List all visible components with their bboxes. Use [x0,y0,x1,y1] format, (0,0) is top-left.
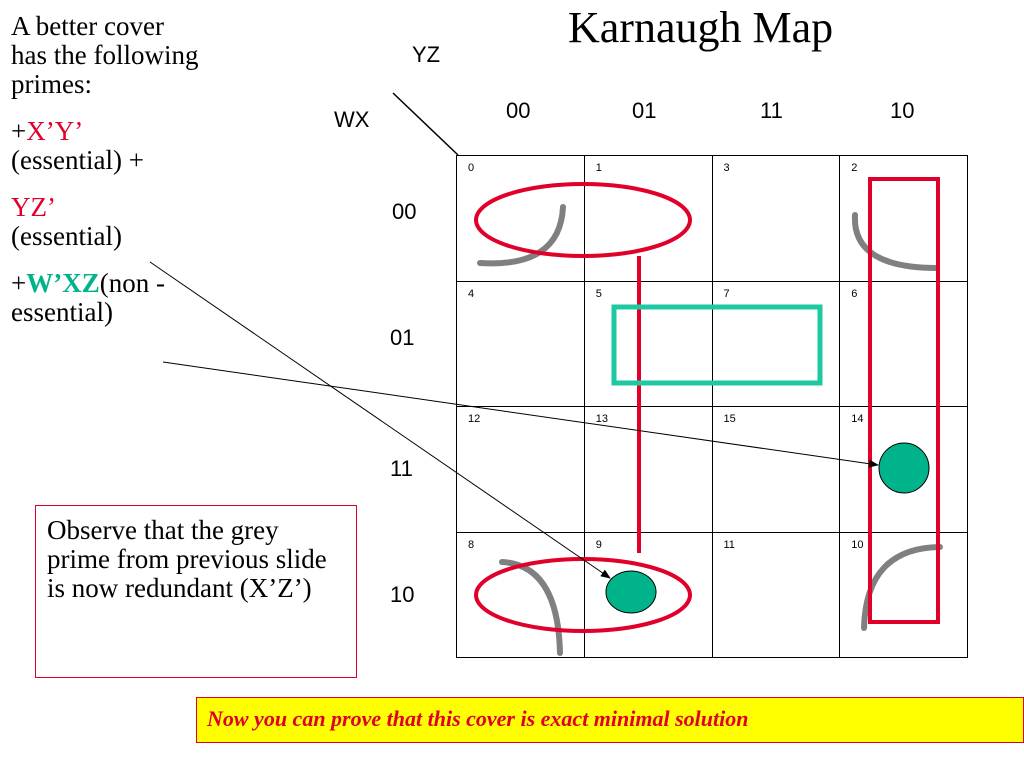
kmap-cell: 14 [840,407,968,533]
grey-arc-cell-10 [861,544,943,631]
kmap-cell: 10 [840,532,968,658]
kmap-cell: 8 [457,532,585,658]
minterm-index: 3 [723,162,730,174]
col-header-00: 00 [506,98,531,123]
kmap-cell: 7 [712,281,841,407]
green-dot-cell-9 [605,570,657,614]
row-header-11: 11 [390,456,413,481]
prime-xy-note: (essential) + [11,145,144,175]
prime-wxz-item: +W’XZ(non -essential) [11,269,201,327]
teal-rect-wxz-prime [611,304,823,386]
kmap-cell: 3 [712,156,841,282]
arrow-to-cell-14 [162,361,879,468]
intro-text: A better cover has the following primes: [11,11,199,99]
red-ellipse-bottom [474,557,692,633]
red-ellipse-top [474,182,692,258]
redundancy-note-box: Observe that the grey prime from previou… [35,505,357,678]
row-header-00: 00 [392,199,417,224]
kmap-cell: 5 [584,281,713,407]
minterm-index: 5 [595,287,602,300]
primes-explanation: A better cover has the following primes:… [11,12,201,345]
minterm-index: 14 [851,413,864,425]
minterm-index: 15 [723,413,736,425]
row-header-01: 01 [390,325,415,350]
slide-title: Karnaugh Map [568,3,834,52]
grey-arc-cell-2 [851,212,940,271]
prime-wxz-prefix: + [11,268,27,298]
prime-wxz-term: W’XZ [26,268,100,298]
minterm-index: 7 [723,287,730,300]
minterm-index: 10 [851,538,864,551]
prime-yz-term: YZ’ [11,192,56,222]
prime-wxz-note: (non -essential) [11,268,165,327]
minterm-index: 1 [595,162,602,174]
kmap-cell: 9 [584,532,713,658]
minterm-index: 6 [851,287,858,300]
prime-xy-prefix: + [11,116,27,146]
col-header-10: 10 [890,98,915,123]
prime-xy-item: +X’Y’ (essential) + [11,117,201,175]
kmap-cell: 13 [584,407,713,533]
minterm-index: 8 [468,538,475,551]
corner-diagonal-line [392,92,459,156]
kmap-cell: 12 [457,407,585,533]
arrow-to-cell-9 [149,261,611,579]
kmap-cell: 4 [457,281,585,407]
prime-yz-note: (essential) [11,221,122,251]
kmap-cell: 2 [840,156,968,282]
grey-arc-cell-8 [499,559,563,656]
minterm-index: 12 [468,413,481,425]
col-header-11: 11 [760,98,783,123]
minterm-index: 13 [595,413,608,425]
row-variable-label: WX [334,107,370,132]
red-rect-yz-prime [868,177,940,624]
minterm-index: 11 [723,538,735,551]
minterm-index: 2 [851,162,858,174]
row-header-10: 10 [390,582,415,607]
col-variable-label: YZ [412,42,441,67]
col-header-01: 01 [632,98,657,123]
minterm-index: 9 [595,538,602,551]
kmap-cell: 11 [712,532,841,658]
karnaugh-map-grid: 0 1 3 2 4 5 7 6 12 13 15 14 8 9 11 10 [456,155,968,658]
prime-yz-item: YZ’ (essential) [11,193,201,251]
green-dot-cell-14 [878,442,930,494]
kmap-cell: 1 [584,156,713,282]
kmap-cell: 15 [712,407,841,533]
minterm-index: 0 [468,162,475,174]
kmap-cell: 0 [457,156,585,282]
minterm-index: 4 [468,287,475,300]
kmap-cell: 6 [840,281,968,407]
conclusion-banner: Now you can prove that this cover is exa… [196,697,1024,743]
prime-xy-term: X’Y’ [26,116,84,146]
